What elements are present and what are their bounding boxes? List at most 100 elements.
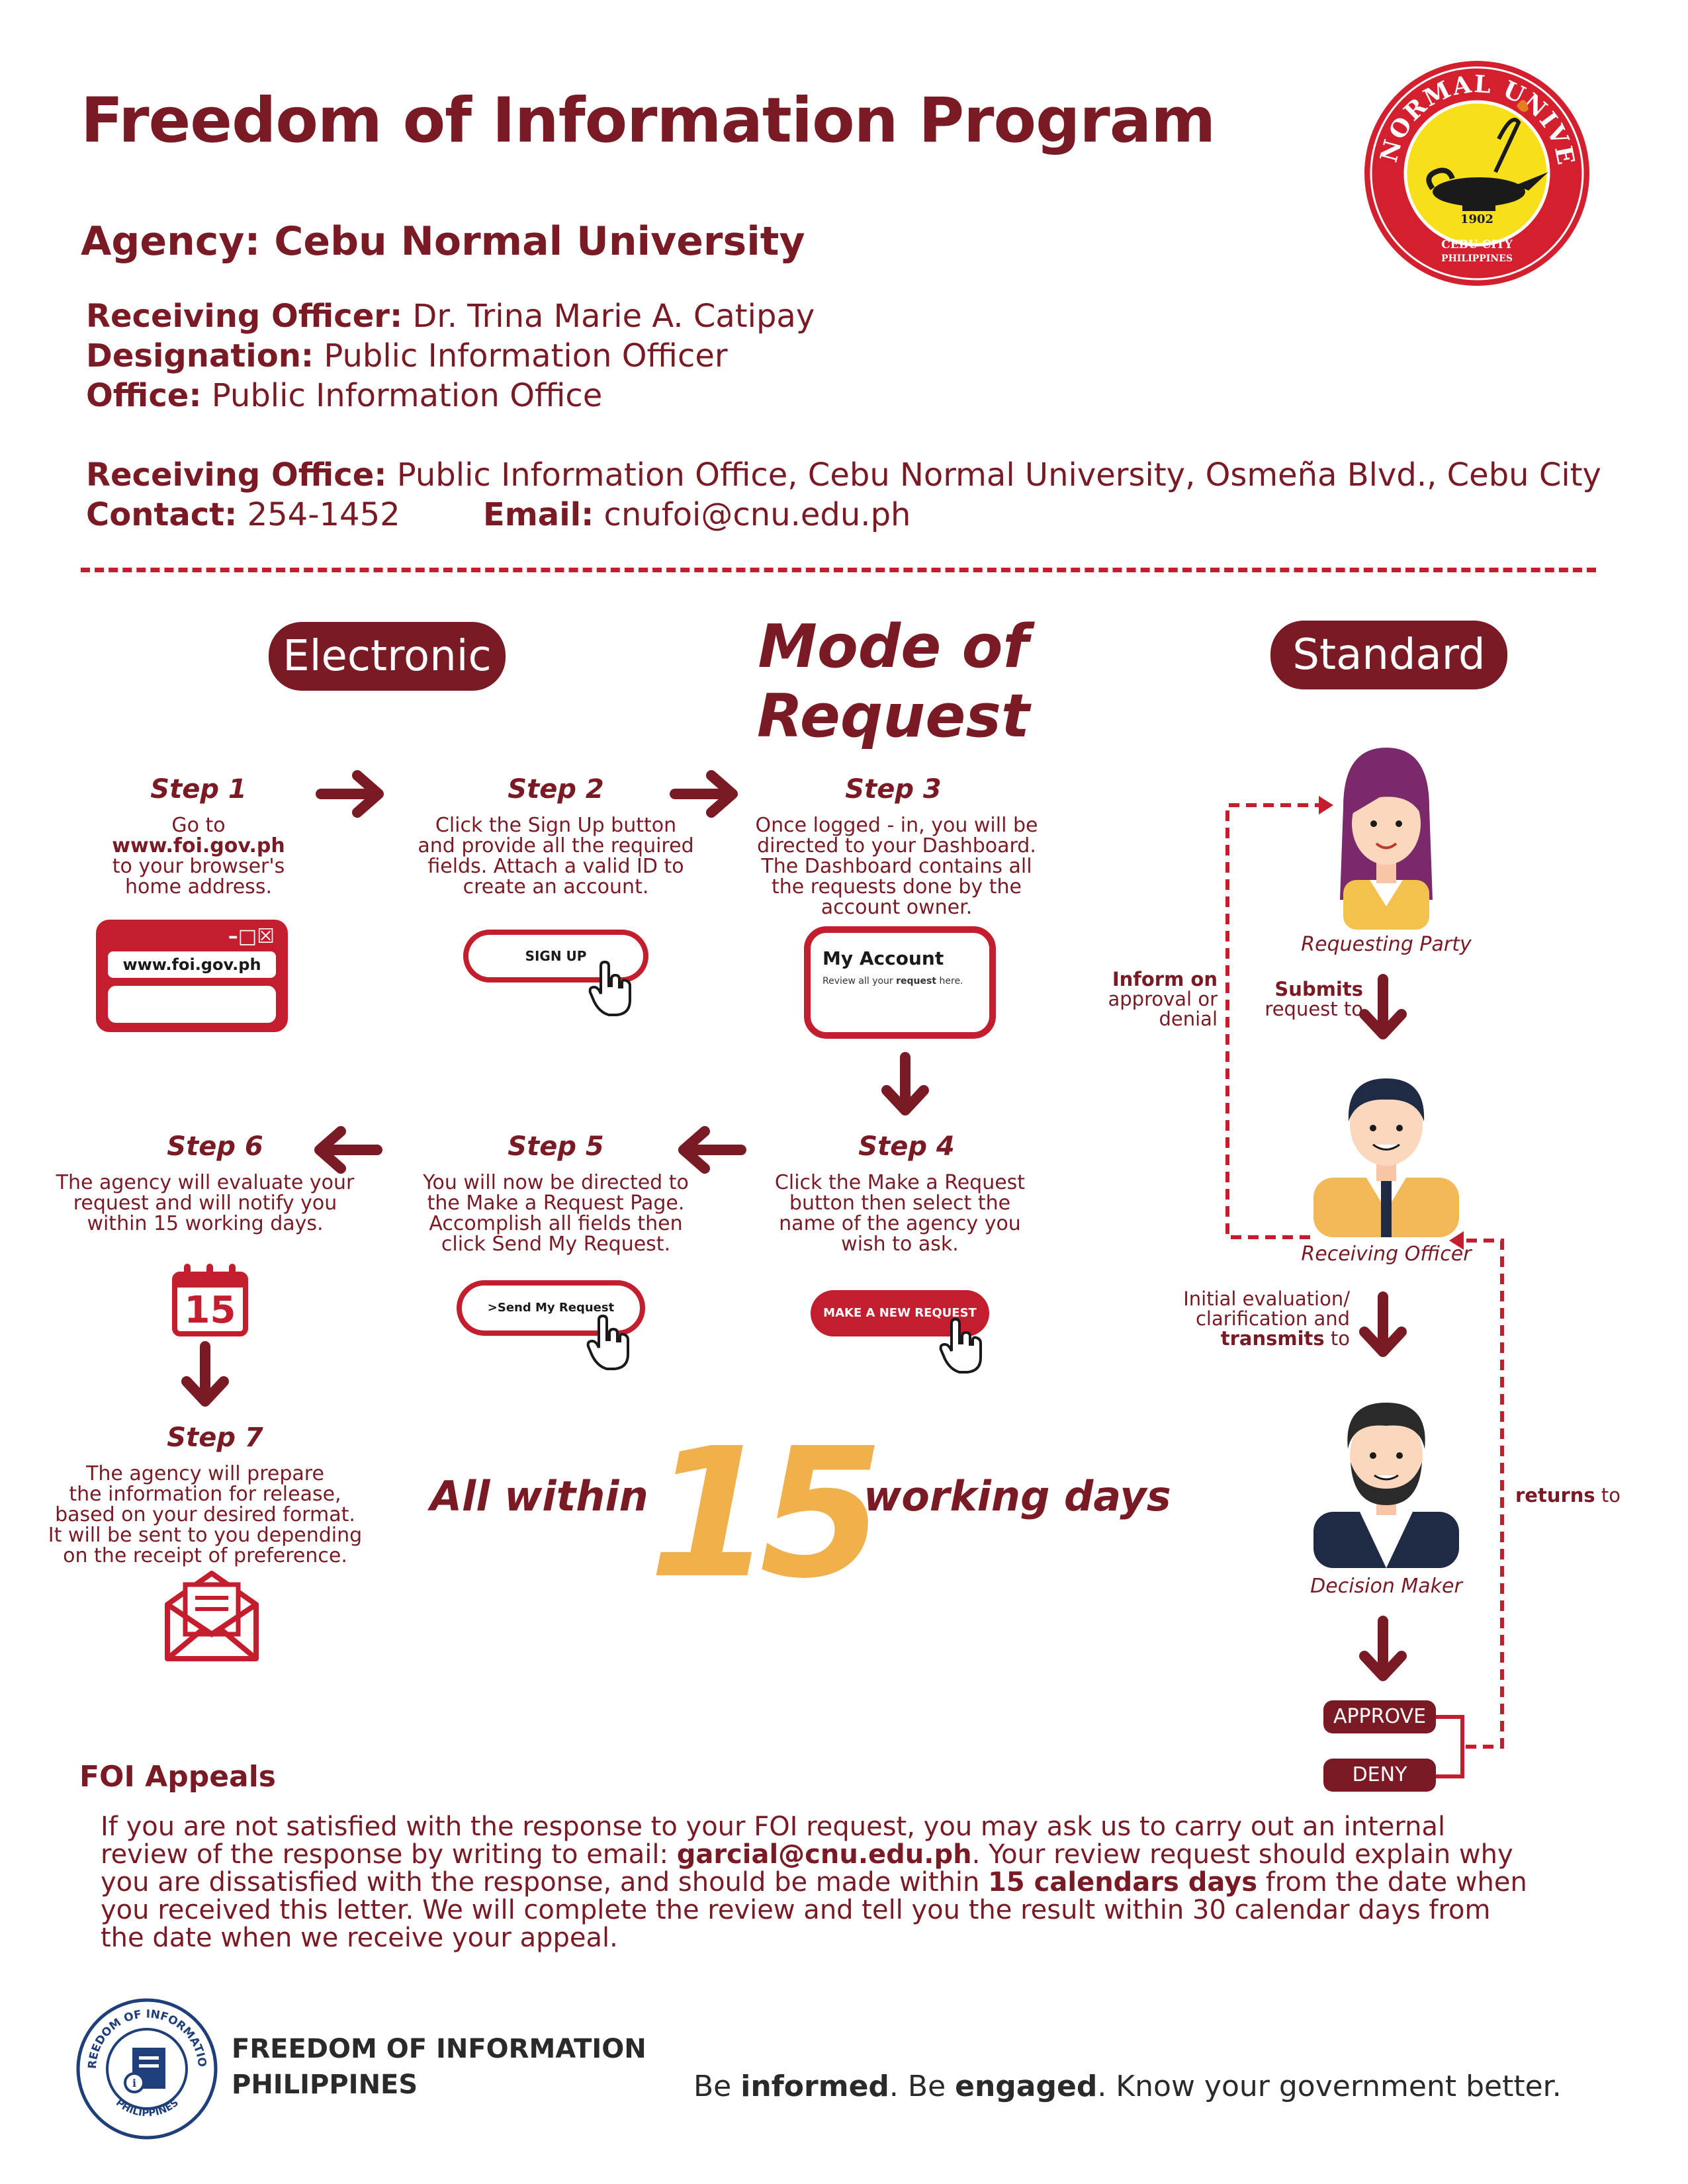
arrow-down-std-2 [1359, 1291, 1407, 1357]
step-1-line: Go to [171, 814, 226, 837]
step-3-line: directed to your Dashboard. [757, 834, 1036, 857]
step-7-label: Step 7 [167, 1422, 263, 1453]
step-1-desc: Go to www.foi.gov.ph to your browser's h… [66, 815, 331, 897]
agency-name: Agency: Cebu Normal University [81, 218, 805, 265]
receiving-office-label: Receiving Office: [86, 457, 387, 494]
contact-value: 254-1452 [237, 496, 400, 533]
arrow-right-2 [670, 770, 738, 818]
returns-bold: returns [1515, 1484, 1595, 1507]
page-title: Freedom of Information Program [81, 85, 1216, 157]
standard-pill: Standard [1270, 621, 1507, 689]
appeals-days: 15 calendars days [988, 1867, 1258, 1898]
step-3-line: The Dashboard contains all [761, 855, 1032, 878]
calendar-number: 15 [184, 1289, 236, 1332]
foi-appeals-title: FOI Appeals [79, 1760, 276, 1794]
contact-line: Contact: 254-1452 [86, 496, 400, 533]
hand-cursor-icon [586, 1314, 629, 1370]
step-1-line: home address. [125, 875, 272, 898]
submits-line: request to [1265, 998, 1363, 1020]
cnu-logo: CEBU NORMAL UNIVERSITY 1902 CEBU CITY PH… [1363, 60, 1589, 286]
receiving-officer-value: Dr. Trina Marie A. Catipay [402, 298, 815, 335]
footer-tagline: Be informed. Be engaged. Know your gover… [693, 2070, 1562, 2103]
step-7-line: It will be sent to you depending [48, 1524, 363, 1547]
initial-line: clarification and [1195, 1307, 1350, 1330]
calendar-icon: 15 [172, 1264, 248, 1336]
inform-dashed-line [1225, 803, 1320, 1239]
receiving-office-value: Public Information Office, Cebu Normal U… [386, 457, 1601, 494]
send-my-request-button[interactable]: >Send My Request [457, 1280, 645, 1336]
step-3-desc: Once logged - in, you will be directed t… [734, 815, 1059, 918]
big-15: 15 [648, 1409, 884, 1618]
contact-label: Contact: [86, 496, 238, 533]
step-7-line: The agency will prepare [86, 1462, 324, 1485]
step-5-line: Accomplish all fields then [429, 1212, 683, 1235]
step-3-line: Once logged - in, you will be [755, 814, 1038, 837]
appeals-email-link[interactable]: garcial@cnu.edu.ph [676, 1839, 972, 1870]
logo-year: 1902 [1460, 212, 1493, 226]
returns-dashed-line [1462, 1239, 1504, 1749]
email-label: Email: [483, 496, 594, 533]
inform-text: Inform on approval or denial [1085, 969, 1218, 1029]
step-7-line: based on your desired format. [55, 1503, 355, 1526]
step-5-label: Step 5 [508, 1131, 604, 1162]
arrow-down-3 [881, 1052, 929, 1115]
inform-line: approval or [1108, 988, 1218, 1010]
step-4-line: button then select the [789, 1192, 1011, 1215]
working-days-text: working days [864, 1472, 1171, 1520]
foi-appeals-text: If you are not satisfied with the respon… [101, 1813, 1530, 1952]
arrow-right-1 [316, 770, 384, 818]
appeals-text-part: If you are not satisfied with the respon… [101, 1812, 1446, 1870]
browser-window-icon: –□☒ www.foi.gov.ph [96, 920, 288, 1032]
my-account-subtitle: Review all your request here. [822, 976, 963, 986]
step-3-line: the requests done by the [772, 875, 1022, 898]
hand-cursor-icon [939, 1317, 982, 1374]
my-account-card[interactable]: My Account Review all your request here. [804, 926, 996, 1039]
arrow-left-5 [314, 1126, 382, 1174]
receiving-officer-line: Receiving Officer: Dr. Trina Marie A. Ca… [86, 298, 815, 335]
step-7-line: the information for release, [69, 1483, 341, 1506]
all-within-text: All within [430, 1472, 648, 1520]
returns-line: to [1595, 1484, 1621, 1507]
decision-maker-avatar [1313, 1403, 1459, 1568]
receiving-officer-label: Receiving Officer: [86, 298, 403, 335]
transmits-bold: transmits [1220, 1327, 1325, 1350]
step-2-line: Click the Sign Up button [435, 814, 677, 837]
foi-org-line-1: FREEDOM OF INFORMATION [232, 2034, 646, 2064]
step-5-line: You will now be directed to [423, 1171, 689, 1194]
returns-text: returns to [1515, 1485, 1648, 1505]
initial-evaluation-text: Initial evaluation/ clarification and tr… [1125, 1289, 1350, 1348]
step-4-line: Click the Make a Request [774, 1171, 1026, 1194]
step-3-label: Step 3 [845, 774, 942, 805]
logo-country: PHILIPPINES [1441, 253, 1513, 264]
mode-title: Mode of Request [757, 612, 1030, 751]
svg-text:i: i [132, 2077, 136, 2089]
foi-url-link[interactable]: www.foi.gov.ph [112, 834, 285, 857]
step-4-desc: Click the Make a Request button then sel… [748, 1172, 1052, 1254]
email-line: Email: cnufoi@cnu.edu.ph [483, 496, 911, 533]
step-7-line: on the receipt of preference. [63, 1544, 347, 1567]
appeals-text-part: from the date when you received this let… [101, 1867, 1527, 1953]
email-value[interactable]: cnufoi@cnu.edu.ph [594, 496, 911, 533]
browser-content-area [108, 986, 276, 1023]
approve-badge: APPROVE [1323, 1700, 1436, 1733]
browser-address-bar: www.foi.gov.ph [108, 951, 276, 978]
receiving-office-line: Receiving Office: Public Information Off… [86, 457, 1601, 494]
arrow-down-std-1 [1359, 974, 1407, 1039]
step-2-label: Step 2 [508, 774, 604, 805]
arrow-down-std-3 [1359, 1616, 1407, 1681]
envelope-icon [165, 1571, 259, 1661]
step-7-desc: The agency will prepare the information … [26, 1463, 384, 1566]
step-3-line: account owner. [821, 896, 973, 919]
inform-bold: Inform on [1112, 968, 1218, 990]
requesting-party-avatar [1340, 748, 1433, 930]
step-4-line: wish to ask. [841, 1233, 959, 1256]
deny-badge: DENY [1323, 1759, 1436, 1792]
office-label: Office: [86, 377, 202, 414]
sign-up-button[interactable]: SIGN UP [463, 930, 648, 983]
designation-line: Designation: Public Information Officer [86, 337, 728, 374]
decision-maker-label: Decision Maker [1310, 1575, 1462, 1598]
initial-line: to [1324, 1327, 1350, 1350]
step-1-label: Step 1 [150, 774, 247, 805]
appeals-text-part: . Your review request should explain why… [101, 1839, 1513, 1898]
step-4-label: Step 4 [858, 1131, 955, 1162]
